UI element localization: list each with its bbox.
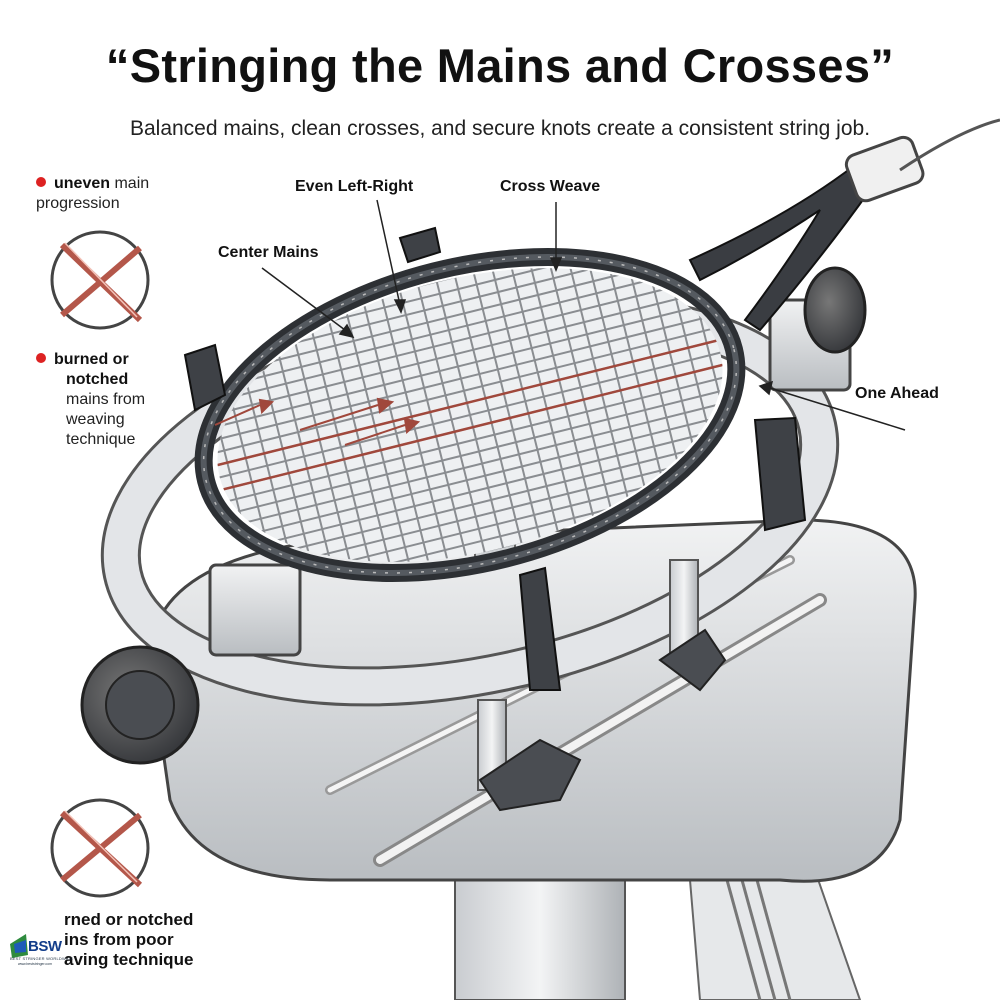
callout-even-left-right: Even Left-Right bbox=[295, 178, 414, 195]
cross-string bbox=[559, 227, 639, 539]
bsw-logo-mark bbox=[10, 934, 28, 958]
cross-string bbox=[375, 273, 455, 585]
center-mains-arrows bbox=[214, 397, 421, 446]
cross-string bbox=[301, 291, 381, 603]
note-burned-line4: weaving bbox=[66, 411, 125, 428]
notched-mains-icon bbox=[50, 798, 150, 898]
page-subtitle: Balanced mains, clean crosses, and secur… bbox=[129, 117, 871, 140]
racquet-throat bbox=[688, 118, 1000, 332]
cross-string bbox=[504, 241, 584, 553]
tension-knob-right bbox=[803, 266, 867, 354]
cross-string bbox=[282, 296, 363, 608]
logo-text: BSW bbox=[28, 938, 62, 955]
callout-leaders bbox=[261, 199, 906, 431]
cross-string bbox=[540, 231, 621, 543]
center-main-string bbox=[186, 329, 754, 477]
cross-string bbox=[411, 264, 492, 576]
bullet-icon bbox=[36, 353, 46, 363]
note-bottom-line3: aving technique bbox=[64, 950, 194, 969]
note-burned-line2: notched bbox=[66, 371, 129, 388]
cross-string bbox=[467, 250, 547, 562]
callout-center-mains: Center Mains bbox=[218, 244, 319, 261]
note-uneven-bold: uneven bbox=[54, 175, 111, 192]
bullet-icon bbox=[36, 177, 46, 187]
callout-cross-weave: Cross Weave bbox=[500, 178, 601, 195]
note-uneven-progression: uneven main progression bbox=[36, 174, 149, 214]
cross-string bbox=[522, 236, 602, 548]
racquet-frame bbox=[194, 248, 746, 582]
cross-string bbox=[319, 287, 400, 599]
page-title: “Stringing the Mains and Crosses” bbox=[105, 39, 895, 92]
logo-subtext: BEST STRINGER WORLDWIDE bbox=[10, 956, 74, 961]
frame-supports bbox=[183, 226, 807, 691]
note-uneven-line2: progression bbox=[36, 195, 120, 212]
note-burned-mains: burned or notched mains from weaving tec… bbox=[36, 350, 145, 450]
note-bottom-line1: rned or notched bbox=[64, 910, 194, 929]
cross-string bbox=[577, 222, 658, 534]
cross-string bbox=[448, 254, 529, 566]
note-burned-line1: burned or bbox=[54, 351, 129, 368]
cross-string bbox=[393, 268, 473, 580]
callout-one-ahead: One Ahead bbox=[855, 385, 939, 402]
uneven-progression-icon bbox=[50, 230, 150, 330]
tension-knob-left bbox=[80, 645, 200, 765]
machine-turntable bbox=[148, 518, 917, 883]
cross-string bbox=[356, 277, 436, 589]
note-bottom-line2: ins from poor bbox=[64, 930, 174, 949]
note-bottom-cropped: rned or notched ins from poor aving tech… bbox=[64, 910, 193, 970]
note-uneven-rest: main bbox=[110, 175, 150, 192]
cross-string bbox=[485, 245, 565, 557]
center-main-string bbox=[186, 353, 754, 501]
note-burned-line3: mains from bbox=[66, 391, 146, 408]
note-burned-line5: technique bbox=[66, 431, 136, 448]
cross-string bbox=[430, 259, 510, 571]
logo-url: www.beststringer.com bbox=[18, 962, 53, 966]
